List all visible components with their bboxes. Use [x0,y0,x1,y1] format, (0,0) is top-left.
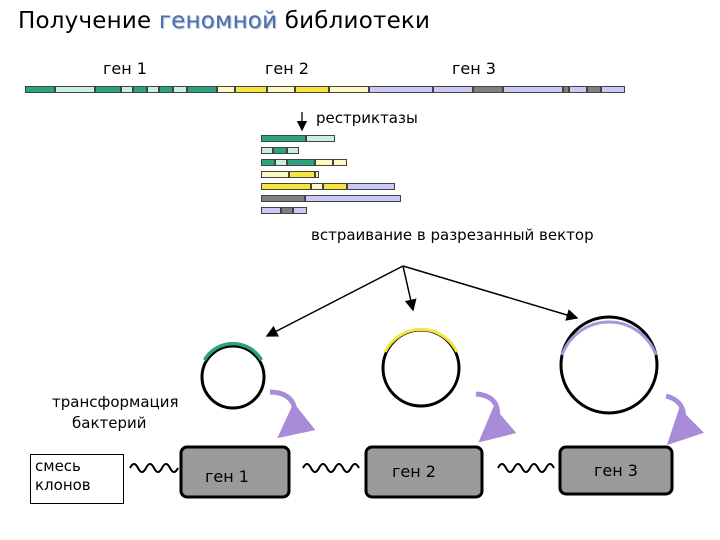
gene-label-1: ген 1 [103,59,147,78]
dna-fragments [261,135,401,215]
transformation-label-line2: бактерий [72,414,147,432]
plasmid-1 [200,341,266,410]
plasmid-2 [381,328,461,408]
clone-box-2 [364,445,484,499]
title-highlight: геномной [158,8,278,34]
clone-label-2: ген 2 [392,462,436,481]
genomic-dna-strip [25,86,625,93]
plasmid-3 [559,315,659,415]
restriction-enzymes-label: рестриктазы [316,109,418,127]
fragment-7 [261,207,281,214]
clone-label-1: ген 1 [205,467,249,486]
wavy-line-2 [302,463,360,473]
fragment-6 [261,195,305,202]
insertion-arrow-2 [402,265,417,312]
fragment-1 [261,135,306,142]
clone-mixture-line1: смесь [35,457,81,475]
clone-mixture-box: смесь клонов [30,454,124,504]
transformation-arrow-1 [269,389,316,439]
transformation-label-line1: трансформация [52,393,179,411]
clone-box-3 [558,445,674,496]
title-suffix: библиотеки [277,8,431,34]
fragment-5 [261,183,311,190]
fragment-2 [261,147,273,154]
title-prefix: Получение [18,8,159,34]
gene-label-3: ген 3 [452,59,496,78]
insertion-arrow-1 [265,265,404,337]
clone-label-3: ген 3 [594,461,638,480]
fragment-4 [261,171,289,178]
fragment-3 [261,159,275,166]
insertion-arrow-3 [402,265,579,321]
insertion-label: встраивание в разрезанный вектор [311,226,594,244]
transformation-arrow-3 [665,393,705,446]
page-title: Получение геномной библиотеки [18,8,430,34]
wavy-line-3 [497,463,555,473]
transformation-arrow-2 [475,391,517,443]
clone-mixture-line2: клонов [35,476,91,494]
wavy-line-1 [129,463,179,473]
gene-label-2: ген 2 [265,59,309,78]
clone-box-1 [179,445,291,499]
